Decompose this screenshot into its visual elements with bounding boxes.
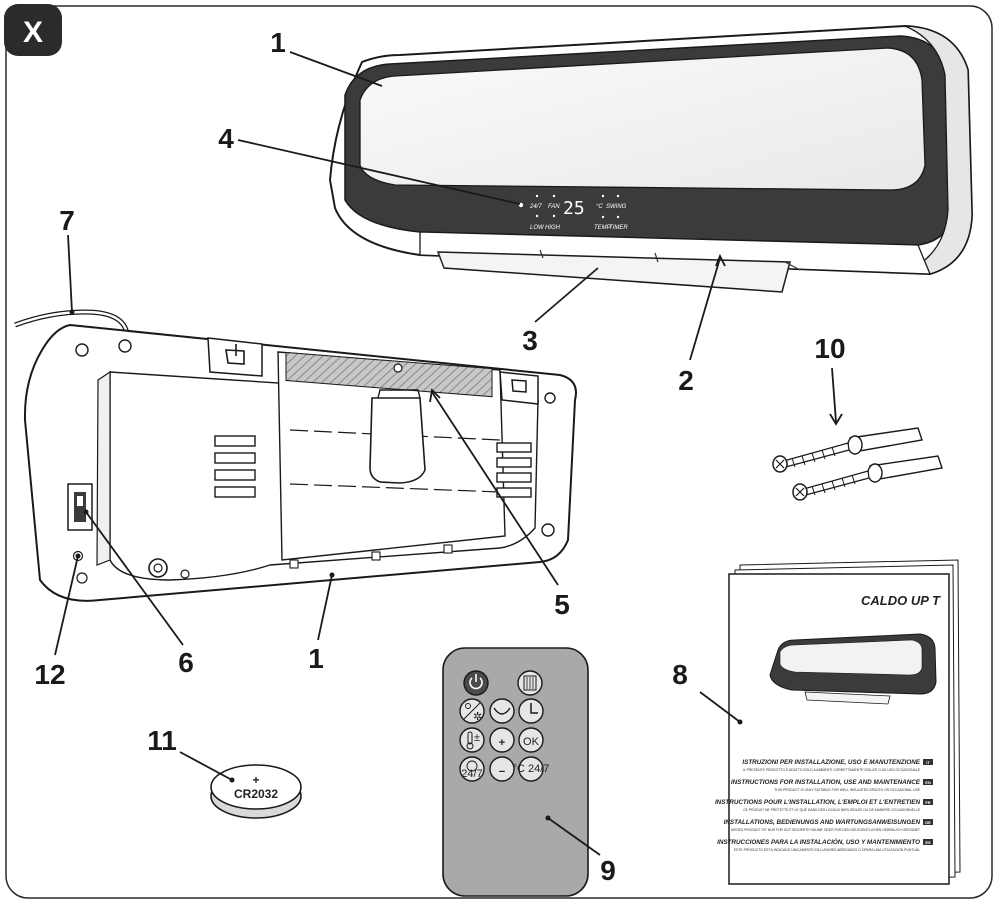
battery-model: CR2032 [234, 787, 278, 801]
remote-celsius-247-button [518, 756, 544, 782]
coin-battery: + CR2032 [210, 764, 302, 819]
manual-section-fr: INSTRUCTIONS POUR L'INSTALLATION, L'EMPL… [715, 799, 933, 812]
svg-text:CE PRODUIT NE PRETETTE ET LE Q: CE PRODUIT NE PRETETTE ET LE QUE DANS DE… [743, 808, 921, 812]
remote-swing-button [489, 698, 515, 724]
vent-grille-left [214, 435, 256, 498]
callout-4: 4 [218, 123, 234, 154]
leader-8 [699, 691, 741, 723]
leader-5 [431, 391, 559, 586]
display-label-247: 24/7 [529, 204, 542, 210]
svg-text:IT: IT [926, 760, 930, 765]
svg-text:DE: DE [925, 820, 931, 825]
svg-text:ISTRUZIONI PER INSTALLAZIONE,: ISTRUZIONI PER INSTALLAZIONE, USO E MANU… [742, 759, 920, 766]
remote-plus-button [489, 727, 515, 753]
leader-11 [179, 751, 233, 781]
leader-12 [54, 555, 79, 656]
display-label-high: HIGH [545, 225, 561, 231]
hatched-mounting-area [285, 351, 493, 398]
callout-7: 7 [59, 205, 75, 236]
control-display-panel: 24/7 FAN 25 °C SWING LOW HIGH TEMP TIMER [518, 194, 628, 231]
callout-1-top: 1 [270, 27, 286, 58]
manual-section-it: ISTRUZIONI PER INSTALLAZIONE, USO E MANU… [742, 759, 933, 772]
remote-ok-button [518, 727, 544, 753]
callout-3: 3 [522, 325, 538, 356]
page-frame [5, 5, 993, 899]
manual-product-name: CALDO UP T [861, 593, 941, 608]
svg-text:INSTALLATIONS, BEDIENUNGS AND: INSTALLATIONS, BEDIENUNGS AND WARTUNGSAN… [724, 819, 921, 826]
svg-text:THIS PRODUCT IS ONLY SUITABLE: THIS PRODUCT IS ONLY SUITABLE FOR WELL I… [774, 788, 921, 792]
svg-text:DIESES PRODUKT IST NUR FÜR GUT: DIESES PRODUKT IST NUR FÜR GUT ISOLIERTE… [731, 828, 920, 832]
leader-6 [85, 511, 184, 646]
callout-5: 5 [554, 589, 570, 620]
power-switch [67, 483, 93, 531]
figure-badge: X [4, 4, 62, 56]
callout-2: 2 [678, 365, 694, 396]
remote-247-label: 24/7 [461, 768, 482, 780]
callout-9: 9 [600, 855, 616, 886]
battery-plus: + [252, 773, 259, 787]
display-label-unit: °C [596, 204, 603, 210]
svg-text:ES: ES [925, 840, 931, 845]
heater-front-view: 24/7 FAN 25 °C SWING LOW HIGH TEMP TIMER [328, 24, 974, 293]
leader-10 [831, 367, 837, 423]
display-label-low: LOW [530, 225, 545, 231]
display-label-fan: FAN [548, 204, 560, 210]
remote-247-clock-button [459, 756, 485, 782]
remote-celsius-247-label: °C 24/7 [513, 763, 550, 775]
leader-4 [237, 139, 521, 205]
callout-8: 8 [672, 659, 688, 690]
display-temperature-digits: 25 [563, 198, 585, 219]
remote-power-button [463, 670, 489, 696]
svg-text:±: ± [474, 732, 480, 744]
instruction-manual: CALDO UP T ISTRUZIONI PER INSTALLAZIONE,… [715, 559, 961, 885]
svg-text:INSTRUCCIONES PARA LA INSTALAC: INSTRUCCIONES PARA LA INSTALACIÓN, USO Y… [717, 837, 920, 846]
remote-ok-label: OK [523, 736, 540, 748]
svg-text:INSTRUCTIONS POUR L'INSTALLATI: INSTRUCTIONS POUR L'INSTALLATION, L'EMPL… [715, 799, 921, 806]
callout-1-bottom: 1 [308, 643, 324, 674]
remote-minus-label: − [499, 766, 505, 778]
svg-text:✲: ✲ [473, 711, 482, 723]
wall-screws-and-plugs [772, 427, 943, 501]
svg-text:FR: FR [925, 800, 930, 805]
manual-section-es: INSTRUCCIONES PARA LA INSTALACIÓN, USO Y… [717, 837, 933, 852]
display-label-timer: TIMER [609, 225, 628, 231]
callout-10: 10 [814, 333, 845, 364]
callout-11: 11 [147, 725, 177, 756]
callout-6: 6 [178, 647, 194, 678]
leader-7 [67, 234, 73, 313]
manual-section-de: INSTALLATIONS, BEDIENUNGS AND WARTUNGSAN… [724, 819, 933, 832]
leader-3 [534, 267, 599, 323]
leader-1-bottom [317, 574, 333, 641]
callout-12: 12 [34, 659, 65, 690]
manual-section-en: INSTRUCTIONS FOR INSTALLATION, USE AND M… [731, 779, 933, 792]
leader-2 [689, 257, 721, 361]
leader-1-top [289, 51, 383, 87]
svg-text:EN: EN [925, 780, 931, 785]
display-label-temp: TEMP [594, 225, 611, 231]
heater-back-view [14, 309, 577, 602]
leader-9 [547, 817, 601, 856]
vent-grille-right [496, 442, 532, 498]
remote-plus-label: + [499, 737, 505, 749]
svg-text:INSTRUCTIONS FOR INSTALLATION,: INSTRUCTIONS FOR INSTALLATION, USE AND M… [731, 779, 921, 786]
remote-minus-button [489, 756, 515, 782]
remote-control: ✲ ± + OK 24/7 − °C 24/7 [442, 647, 589, 897]
svg-text:ESTE PRODUCTO ESTÁ INDICADO ÚN: ESTE PRODUCTO ESTÁ INDICADO ÚNICAMENTE E… [734, 847, 920, 852]
figure-badge-label: X [23, 16, 43, 49]
display-label-swing: SWING [606, 204, 627, 210]
svg-text:IL PRESENTE PRODOTTO È ADATTO: IL PRESENTE PRODOTTO È ADATTO SOLO A AMB… [743, 767, 921, 772]
